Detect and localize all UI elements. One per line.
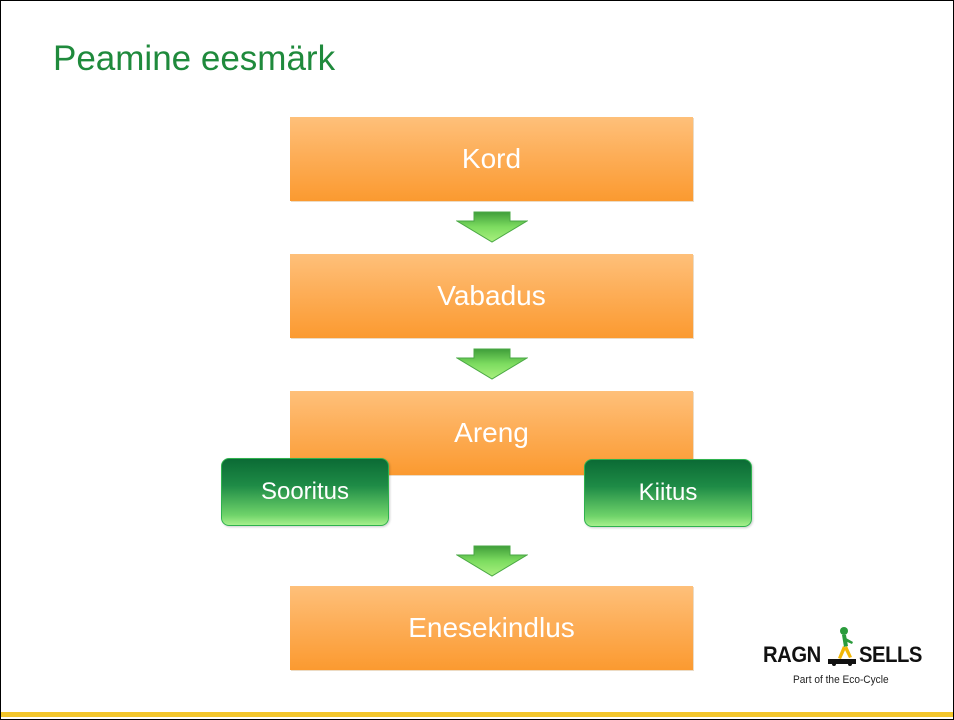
logo-text-right: SELLS (858, 642, 922, 667)
flow-box-label: Vabadus (437, 280, 546, 311)
down-arrow-icon (456, 211, 528, 243)
slide-title: Peamine eesmärk (53, 39, 336, 78)
flow-box-vabadus: Vabadus (290, 254, 693, 338)
tag-kiitus: Kiitus (584, 459, 752, 527)
ragn-sells-logo: RAGN SELLS Part of the Eco-Cycle (763, 626, 923, 696)
flow-box-enesekindlus: Enesekindlus (290, 586, 693, 670)
flow-box-label: Enesekindlus (408, 612, 575, 643)
tag-label: Kiitus (638, 479, 698, 506)
logo-tagline: Part of the Eco-Cycle (793, 674, 889, 686)
bottom-accent-line (1, 712, 953, 717)
flow-box-label: Kord (461, 143, 522, 174)
down-arrow-icon (456, 545, 528, 577)
logo-text-left: RAGN (763, 642, 821, 667)
flow-box-label: Areng (454, 417, 529, 448)
flow-box-kord: Kord (290, 117, 693, 201)
down-arrow-icon (456, 348, 528, 380)
recycling-figure-icon (827, 627, 856, 666)
tag-sooritus: Sooritus (221, 458, 389, 526)
tag-label: Sooritus (260, 478, 350, 505)
